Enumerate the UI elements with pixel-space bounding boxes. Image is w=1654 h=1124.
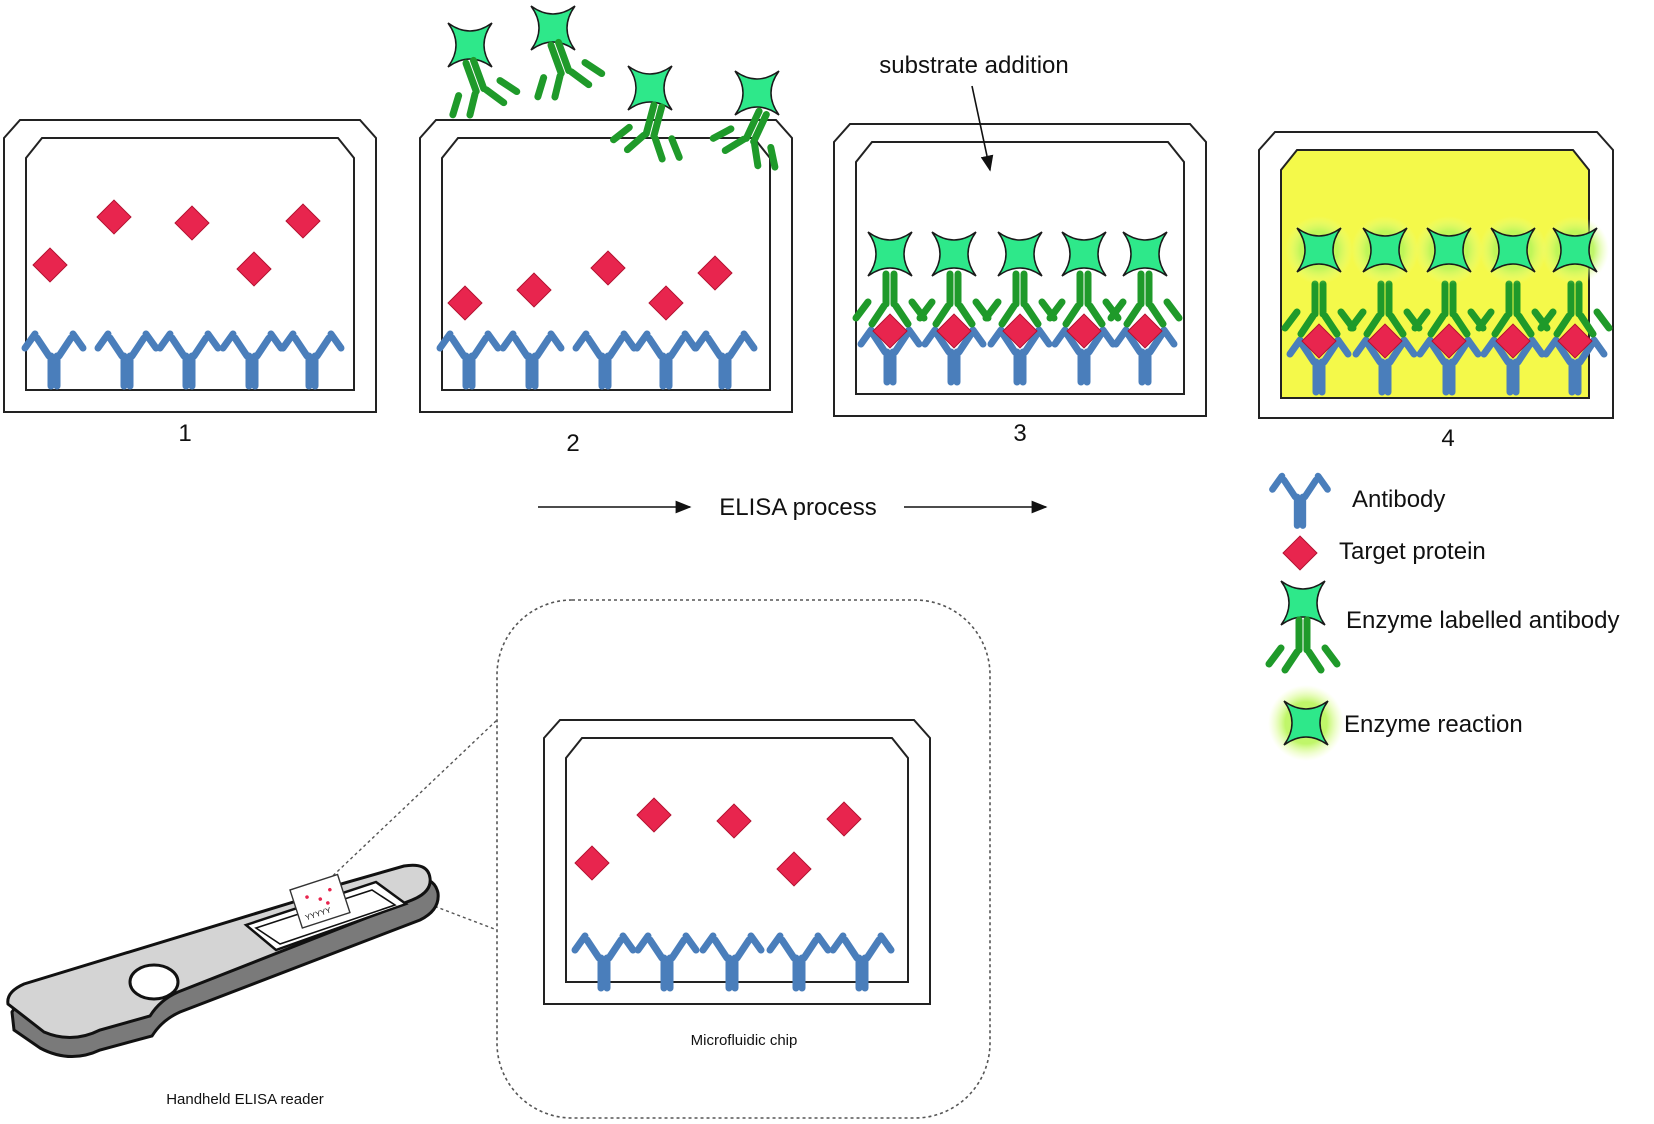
chip-zoom-box	[496, 599, 991, 1119]
legend-antibody-label: Antibody	[1352, 486, 1445, 513]
substrate-arrow	[971, 85, 994, 172]
process-label: ELISA process	[719, 494, 876, 521]
step-1-label: 1	[178, 420, 191, 447]
chip-label: Microfluidic chip	[691, 1032, 798, 1049]
zoom-line-top	[319, 719, 498, 889]
well-step-1	[3, 119, 377, 413]
legend-enzyme-antibody-label: Enzyme labelled antibody	[1346, 607, 1620, 634]
legend: Antibody Target protein Enzyme labelled …	[1268, 476, 1620, 761]
well-step-4	[1258, 131, 1614, 419]
inserted-chip: YYYYY	[289, 873, 351, 929]
legend-enzyme-reaction-label: Enzyme reaction	[1344, 711, 1523, 738]
step-4-label: 4	[1441, 425, 1454, 452]
legend-enzyme-reaction-icon	[1268, 685, 1344, 761]
handheld-reader: YYYYY	[6, 863, 440, 1059]
well-step-3	[833, 123, 1207, 417]
reader-label: Handheld ELISA reader	[166, 1091, 324, 1108]
legend-protein-icon	[1282, 535, 1318, 571]
legend-protein-label: Target protein	[1339, 538, 1486, 565]
reader-hole	[128, 963, 180, 1001]
step-2-label: 2	[566, 430, 579, 457]
legend-enzyme-antibody-icon	[1269, 580, 1337, 670]
legend-antibody-icon	[1272, 476, 1327, 525]
substrate-addition-label: substrate addition	[879, 52, 1068, 79]
reaction-complex-row	[1285, 216, 1609, 392]
chip-well	[543, 719, 931, 1005]
well-step-2	[419, 119, 793, 413]
step-3-label: 3	[1013, 420, 1026, 447]
